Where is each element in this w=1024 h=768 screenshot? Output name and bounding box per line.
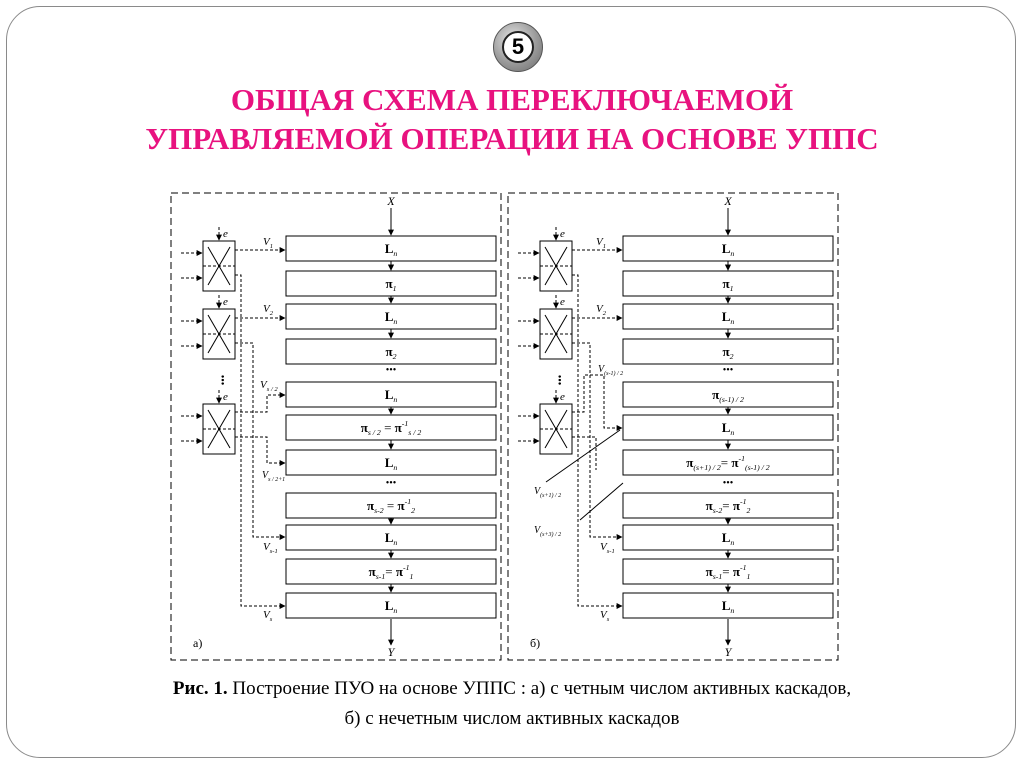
slide-number: 5: [502, 31, 534, 63]
stage-block-label: π1​: [385, 276, 396, 293]
control-line: [572, 342, 623, 540]
control-label: V(s+3) / 2​: [534, 525, 561, 538]
stage-block-label: πs / 2​ = π-1​s / 2​: [361, 419, 422, 437]
control-line: [572, 374, 623, 431]
control-label: V2​: [596, 303, 607, 317]
ellipsis-dots: •••: [723, 365, 734, 376]
stage-block: [285, 338, 497, 365]
control-label: V(s-1) / 2​: [598, 364, 623, 377]
control-label: Vs / 2+1​: [262, 470, 285, 483]
stage-block: [622, 492, 834, 519]
dashed-enclosure: [507, 192, 839, 661]
panel-label: б): [530, 636, 540, 650]
stage-block: [622, 235, 834, 262]
switch-ellipsis: •••: [216, 375, 227, 386]
stage-block: [285, 235, 497, 262]
stage-block: [622, 592, 834, 619]
stage-block-label: πs-2​= π-1​2​: [706, 497, 751, 515]
ellipsis-dots: •••: [386, 478, 397, 489]
stage-block: [285, 381, 497, 408]
control-label: Vs​: [600, 609, 610, 623]
stage-block: [622, 381, 834, 408]
stage-block-label: Ln​: [722, 530, 735, 547]
slide-title: ОБЩАЯ СХЕМА ПЕРЕКЛЮЧАЕМОЙ УПРАВЛЯЕМОЙ ОП…: [0, 80, 1024, 158]
stage-block-label: πs-1​= π-1​1​: [369, 563, 414, 581]
control-line: [572, 274, 623, 609]
control-line: [572, 436, 597, 470]
output-label: Y: [725, 645, 733, 659]
figure-caption: Рис. 1. Построение ПУО на основе УППС : …: [0, 674, 1024, 734]
control-input-label: e: [560, 391, 565, 403]
control-label: V1​: [263, 236, 273, 250]
control-label: V(s+1) / 2​: [534, 486, 561, 499]
slide-frame: [6, 6, 1016, 758]
stage-block-label: Ln​: [385, 241, 398, 258]
output-label: Y: [388, 645, 396, 659]
leader-line: [545, 429, 621, 483]
stage-block: [285, 414, 497, 441]
control-input-label: e: [560, 228, 565, 240]
stage-block-label: Ln​: [385, 455, 398, 472]
stage-block-label: Ln​: [722, 420, 735, 437]
control-input-label: e: [223, 296, 228, 308]
leader-line: [579, 482, 624, 521]
control-line: [235, 274, 286, 609]
control-line: [235, 342, 286, 540]
control-line: [235, 436, 286, 466]
diagram-b: X Yб) Ln​ π1​ Ln​ π2​ π(s-1) / 2​ Ln​ π(s+1) / 2…: [507, 192, 839, 661]
stage-block-label: πs-1​= π-1​1​: [706, 563, 751, 581]
stage-block: [622, 338, 834, 365]
control-label: Vs / 2​: [260, 379, 278, 393]
title-line-1: ОБЩАЯ СХЕМА ПЕРЕКЛЮЧАЕМОЙ: [230, 82, 794, 117]
stage-block: [285, 449, 497, 476]
control-label: Vs​: [263, 609, 273, 623]
stage-block-label: Ln​: [385, 598, 398, 615]
control-line: [235, 392, 286, 413]
stage-block-label: π2​: [722, 344, 733, 361]
stage-block: [285, 524, 497, 551]
stage-block-label: Ln​: [385, 530, 398, 547]
caption-line-2: б) с нечетным числом активных каскадов: [344, 708, 680, 729]
stage-block: [622, 524, 834, 551]
input-label: X: [386, 194, 395, 208]
ellipsis-dots: •••: [386, 365, 397, 376]
control-input-label: e: [223, 391, 228, 403]
stage-block-label: π2​: [385, 344, 396, 361]
switch-ellipsis: •••: [553, 375, 564, 386]
stage-block: [285, 558, 497, 585]
caption-text-1: Построение ПУО на основе УППС : а) с чет…: [227, 678, 852, 699]
control-label: Vs-1​: [600, 541, 615, 555]
control-label: Vs-1​: [263, 541, 278, 555]
stage-block-label: Ln​: [722, 598, 735, 615]
panel-label: а): [193, 636, 202, 650]
stage-block-label: π(s+1) / 2​= π-1​(s-1) / 2​: [686, 454, 769, 472]
control-input-label: e: [560, 296, 565, 308]
stage-block: [285, 592, 497, 619]
ellipsis-dots: •••: [723, 478, 734, 489]
stage-block: [285, 303, 497, 330]
stage-block-label: π1​: [722, 276, 733, 293]
diagram-a: X Yа) Ln​ π1​ Ln​ π2​ Ln​ πs / 2​ = π-1​s / 2​ L…: [170, 192, 502, 661]
control-label: V1​: [596, 236, 606, 250]
input-label: X: [723, 194, 732, 208]
stage-block-label: Ln​: [385, 387, 398, 404]
stage-block: [622, 449, 834, 476]
stage-block: [285, 492, 497, 519]
stage-block: [622, 303, 834, 330]
stage-block-label: Ln​: [722, 241, 735, 258]
caption-bold: Рис. 1.: [172, 678, 228, 699]
control-input-label: e: [223, 228, 228, 240]
stage-block-label: Ln​: [385, 309, 398, 326]
stage-block-label: πs-2​ = π-1​2​: [367, 497, 415, 515]
slide-number-badge: 5: [493, 22, 543, 72]
stage-block-label: π(s-1) / 2​: [712, 387, 744, 404]
stage-block: [285, 270, 497, 297]
title-line-2: УПРАВЛЯЕМОЙ ОПЕРАЦИИ НА ОСНОВЕ УППС: [145, 121, 879, 156]
control-label: V2​: [263, 303, 274, 317]
dashed-enclosure: [170, 192, 502, 661]
caption-line-1: Рис. 1. Построение ПУО на основе УППС : …: [0, 674, 1024, 704]
stage-block-label: Ln​: [722, 309, 735, 326]
